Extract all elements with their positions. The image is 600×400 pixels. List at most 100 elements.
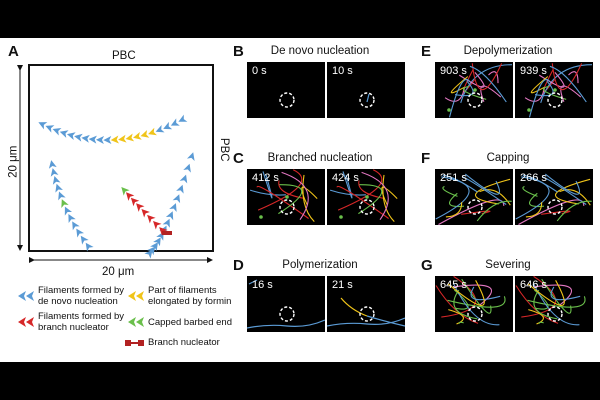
right-filament-chevron	[165, 211, 174, 221]
yellow-chevron-icon	[128, 291, 144, 301]
top-filament-chevron	[148, 127, 157, 136]
highlight-circle	[547, 92, 563, 108]
panel-d-frame-2: 21 s	[327, 276, 405, 332]
legend-formin-text: Part of filaments elongated by formin	[148, 285, 232, 307]
simulation-box	[28, 64, 214, 252]
right-filament-chevron	[172, 194, 181, 204]
top-filament-chevron	[110, 135, 120, 144]
highlight-circle	[279, 92, 295, 108]
timestamp-label: 16 s	[252, 279, 273, 291]
highlight-circle	[279, 306, 295, 322]
panel-f-label: F	[421, 150, 431, 167]
panel-g-label: G	[421, 257, 433, 274]
right-filament-chevron	[153, 237, 161, 247]
panel-g-frame-1: 645 s	[435, 276, 513, 332]
panel-e-frame-1: 903 s	[435, 62, 513, 118]
top-filament-chevron	[66, 132, 76, 140]
left-filament-chevron	[48, 160, 57, 169]
micrograph	[249, 169, 318, 222]
micrograph	[515, 276, 586, 326]
panel-c-frame-1: 412 s	[247, 169, 325, 225]
left-filament-chevron	[55, 183, 63, 193]
right-filament-chevron	[162, 218, 170, 228]
top-filament-chevron	[45, 125, 55, 133]
panel-d-frame-1: 16 s	[247, 276, 325, 332]
panel-b-frame-1: 0 s	[247, 62, 325, 118]
panel-e-frame-2: 939 s	[515, 62, 593, 118]
top-filament-chevron	[95, 135, 105, 144]
right-filament-chevron	[183, 163, 191, 173]
panel-g-title: Severing	[485, 259, 531, 271]
right-filament-chevron	[150, 242, 158, 252]
left-filament-chevron	[58, 191, 66, 201]
left-filament-chevron	[76, 228, 85, 238]
top-filament-chevron	[163, 121, 173, 130]
branch-filament-chevron	[130, 197, 140, 207]
micrograph	[327, 297, 405, 327]
highlight-circle	[359, 199, 375, 215]
timestamp-label: 10 s	[332, 65, 353, 77]
filaments	[38, 114, 195, 259]
timestamp-label: 424 s	[332, 172, 359, 184]
bottom-dimension-label: 20 μm	[102, 266, 135, 278]
left-filament-chevron	[85, 242, 94, 252]
top-filament-chevron	[170, 118, 180, 126]
branch-filament-chevron	[136, 203, 145, 212]
branch-filament-chevron	[141, 208, 150, 218]
micrograph	[359, 92, 375, 108]
panel-d-label: D	[233, 257, 244, 274]
left-filament-chevron	[50, 168, 59, 177]
timestamp-label: 645 s	[440, 279, 467, 291]
panel-f-frame-2: 266 s	[515, 169, 593, 225]
left-filament-chevron	[52, 175, 61, 185]
top-filament-chevron	[178, 114, 188, 122]
timestamp-label: 251 s	[440, 172, 467, 184]
top-filament-chevron	[118, 134, 127, 143]
panel-e-title: Depolymerization	[463, 45, 553, 57]
figure: A PBC PBC 20 μm 20 μm Filaments formed b…	[0, 38, 600, 362]
right-filament-chevron	[176, 184, 184, 194]
right-filament-chevron	[186, 152, 195, 162]
branch-nucleator-icon	[125, 340, 144, 346]
micrograph	[279, 92, 295, 108]
timestamp-label: 903 s	[440, 65, 467, 77]
top-filament-chevron	[103, 135, 112, 144]
timestamp-label: 412 s	[252, 172, 279, 184]
top-filament-chevron	[155, 125, 165, 133]
panel-c-frame-2: 424 s	[327, 169, 405, 225]
panel-f-frame-1: 251 s	[435, 169, 513, 225]
right-filament-chevron	[179, 174, 188, 184]
panel-c-label: C	[233, 150, 244, 167]
highlight-circle	[359, 306, 375, 322]
micrograph	[444, 63, 513, 118]
panel-e-label: E	[421, 43, 432, 60]
blue-chevron-icon	[18, 291, 34, 301]
highlight-circle	[547, 306, 563, 322]
highlight-circle	[467, 92, 483, 108]
panel-b-title: De novo nucleation	[270, 45, 370, 57]
top-filament-chevron	[52, 127, 62, 136]
legend-de-novo-text: Filaments formed by de novo nucleation	[38, 285, 125, 307]
micrograph	[329, 169, 398, 222]
timestamp-label: 0 s	[252, 65, 267, 77]
timestamp-label: 266 s	[520, 172, 547, 184]
branch-filament-chevron	[147, 214, 156, 224]
panel-f-title: Capping	[486, 152, 530, 164]
panel-a-diagram	[17, 64, 214, 263]
micrograph	[247, 279, 325, 329]
micrograph	[515, 173, 592, 225]
panel-b-label: B	[233, 43, 244, 60]
branch-filament-chevron	[121, 187, 130, 196]
panel-g-frame-2: 646 s	[515, 276, 593, 332]
panel-b-frame-2: 10 s	[327, 62, 405, 118]
left-filament-chevron	[80, 235, 89, 245]
top-filament-chevron	[74, 133, 83, 142]
legend-nucleator-text: Branch nucleator	[148, 337, 220, 348]
top-filament-chevron	[88, 135, 97, 144]
micrograph	[524, 63, 593, 118]
branch-nucleator	[162, 231, 172, 235]
branch-filament-chevron	[153, 220, 162, 230]
top-filament-chevron	[81, 134, 90, 143]
micrograph	[435, 276, 506, 326]
timestamp-label: 21 s	[332, 279, 353, 291]
